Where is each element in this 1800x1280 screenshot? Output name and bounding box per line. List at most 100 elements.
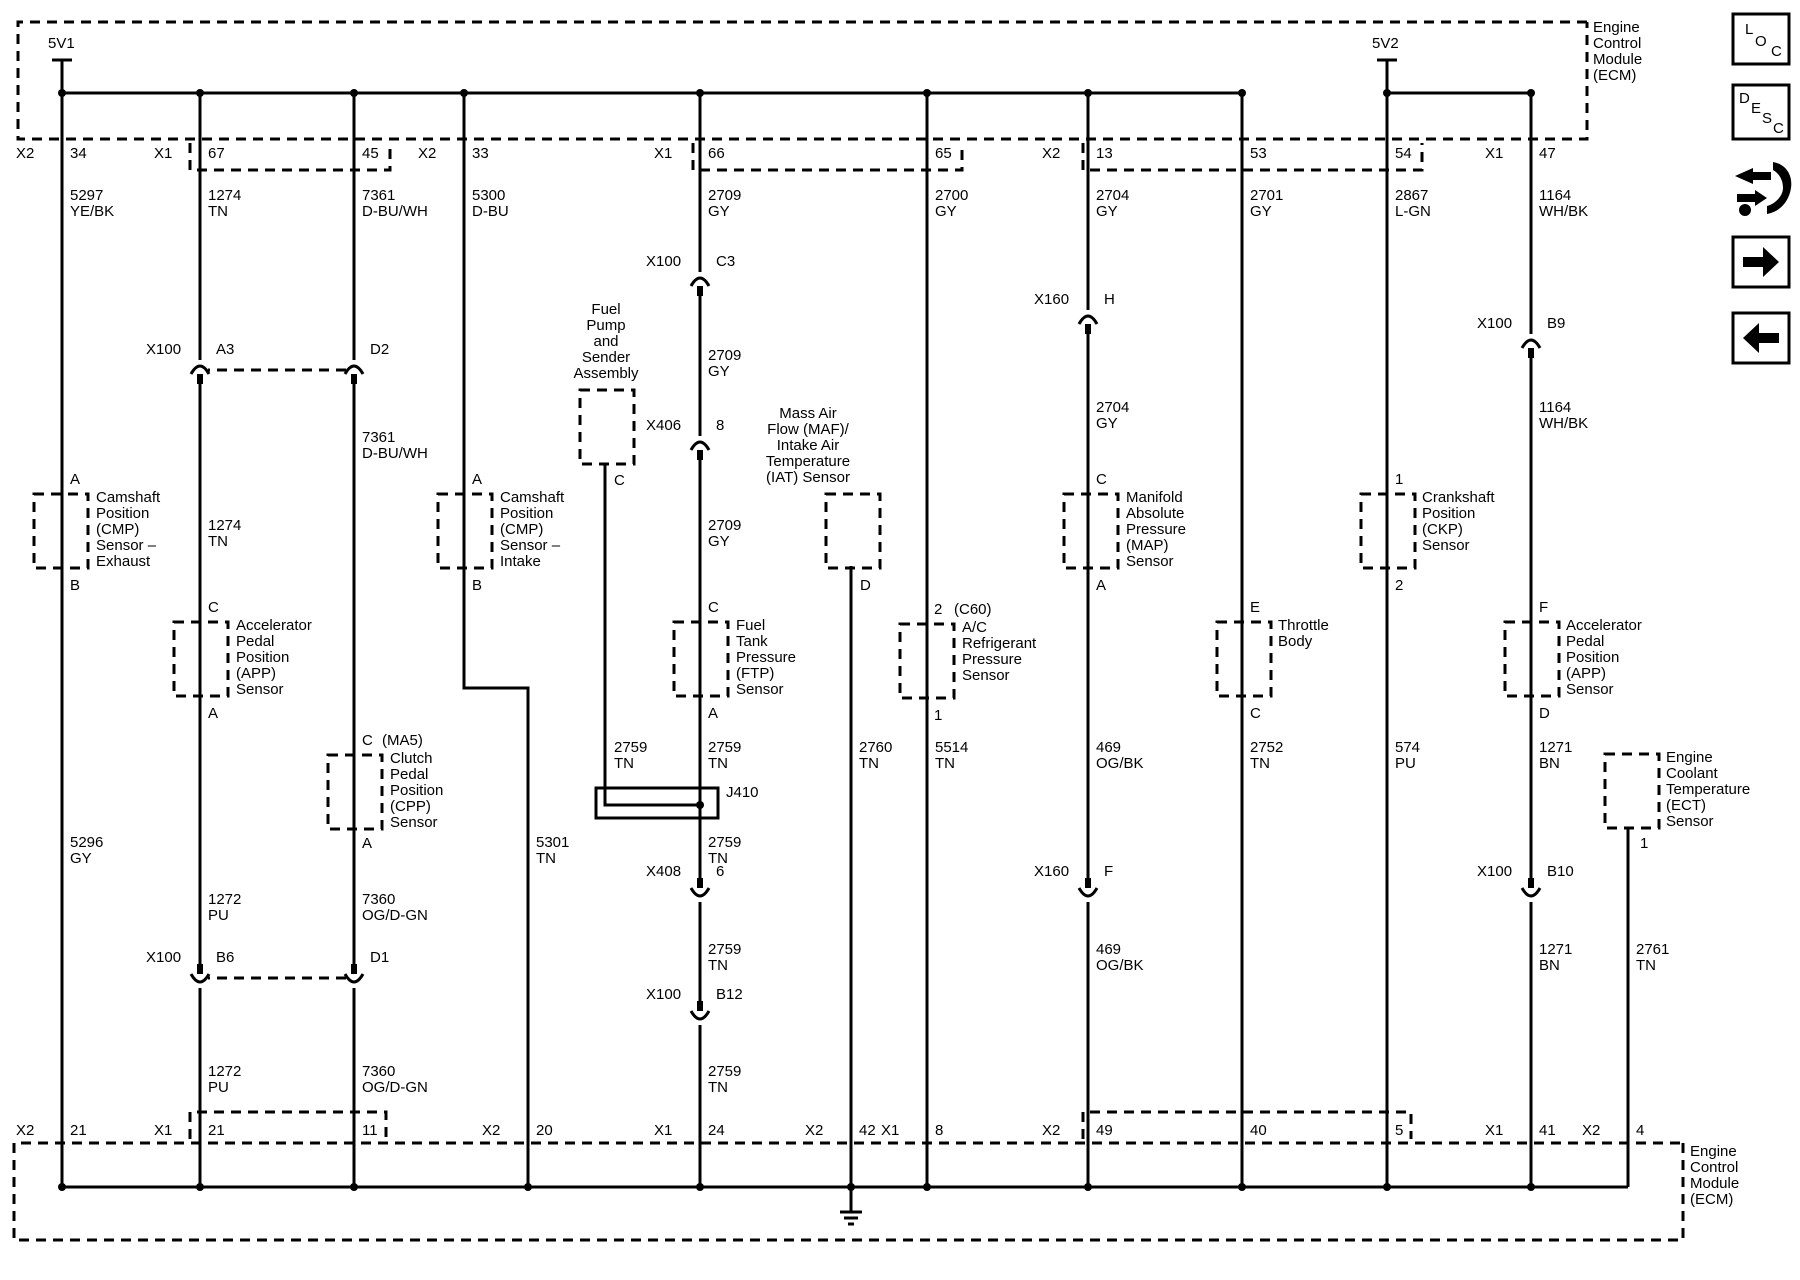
- junction-dot: [58, 1183, 66, 1191]
- arrow-left-icon: [1743, 323, 1779, 353]
- loc-button[interactable]: L O C: [1731, 12, 1791, 66]
- component-pin: 1: [1640, 835, 1648, 852]
- wire-color: PU: [208, 1079, 229, 1096]
- component-label-line: (CMP): [500, 521, 543, 538]
- wire-color: TN: [708, 1079, 728, 1096]
- connector-female-arc: [1520, 887, 1542, 898]
- component-label-line: Fuel: [591, 301, 620, 318]
- wire-color: TN: [708, 850, 728, 867]
- pin-number: 21: [70, 1122, 87, 1139]
- inline-connector-id: X406: [646, 417, 681, 434]
- wire-circuit-number: 7360: [362, 1063, 395, 1080]
- component-pin: E: [1250, 599, 1260, 616]
- junction-dot: [1527, 1183, 1535, 1191]
- desc-button[interactable]: D E S C: [1731, 83, 1791, 141]
- junction-dot: [460, 89, 468, 97]
- component-label-line: Sensor: [390, 814, 438, 831]
- pin-number: 8: [935, 1122, 943, 1139]
- connector-gap: [692, 272, 708, 292]
- supply-rail-5v1: 5V1: [48, 35, 1242, 95]
- component-label-line: Refrigerant: [962, 635, 1037, 652]
- inline-connector-id: X100: [146, 341, 181, 358]
- inline-connector-pin: D2: [370, 341, 389, 358]
- inline-connector-id: X100: [1477, 315, 1512, 332]
- component-pin: C: [708, 599, 719, 616]
- connector-id: X1: [654, 145, 672, 162]
- junction-dot: [1084, 1183, 1092, 1191]
- component-label-line: (CKP): [1422, 521, 1463, 538]
- component-pin: A: [1096, 577, 1106, 594]
- inline-connector: [189, 360, 211, 384]
- wire-circuit-number: 1274: [208, 517, 241, 534]
- wire-circuit-number: 1164: [1539, 187, 1571, 204]
- inline-connector-id: X160: [1034, 863, 1069, 880]
- loc-letter: O: [1755, 33, 1767, 50]
- wire-segment: [462, 600, 530, 1187]
- wire-circuit-number: 1271: [1539, 739, 1572, 756]
- component-label-line: Body: [1278, 633, 1313, 650]
- sensor-component: [824, 492, 882, 570]
- component-pin: D: [1539, 705, 1550, 722]
- component-label-line: Absolute: [1126, 505, 1184, 522]
- component-label-line: Intake Air: [777, 437, 840, 454]
- component-label-line: Accelerator: [236, 617, 312, 634]
- inline-connector-pin: 8: [716, 417, 724, 434]
- previous-page-button[interactable]: [1731, 311, 1791, 365]
- inline-connector: [1077, 878, 1099, 902]
- component-label-line: Exhaust: [96, 553, 151, 570]
- wire-circuit-number: 5301: [536, 834, 569, 851]
- pin-number: 4: [1636, 1122, 1644, 1139]
- pin-number: 11: [362, 1122, 378, 1139]
- wire-circuit-number: 2752: [1250, 739, 1283, 756]
- supply-rail-5v2: 5V2: [1372, 35, 1531, 95]
- pin-number: 65: [935, 145, 952, 162]
- inline-connector: [689, 1001, 711, 1025]
- wire-color: YE/BK: [70, 203, 114, 220]
- wire-color: TN: [935, 755, 955, 772]
- component-label-line: Camshaft: [96, 489, 161, 506]
- connector-gap: [346, 360, 362, 380]
- component-pin: B: [472, 577, 482, 594]
- inline-connector-pin: H: [1104, 291, 1115, 308]
- inline-connector: [689, 436, 711, 460]
- sensor-box: [1359, 492, 1417, 570]
- component-label-line: Intake: [500, 553, 541, 570]
- sensor-component: [172, 620, 230, 698]
- component-label-line: Assembly: [573, 365, 639, 382]
- component-pin: D: [860, 577, 871, 594]
- ecm-bottom-box: Engine Control Module (ECM): [12, 1141, 1739, 1242]
- component-label-line: Sensor: [1422, 537, 1470, 554]
- sensor-box: [1062, 492, 1120, 570]
- junction-dot: [696, 1183, 704, 1191]
- component-label-line: Temperature: [766, 453, 850, 470]
- pin-number: 53: [1250, 145, 1267, 162]
- component-pin: A: [208, 705, 218, 722]
- next-page-button[interactable]: [1731, 235, 1791, 289]
- wire-color: TN: [208, 203, 228, 220]
- inline-connector-pin: C3: [716, 253, 735, 270]
- junction-dot: [1383, 1183, 1391, 1191]
- wire-color: D-BU/WH: [362, 445, 428, 462]
- component-option-code: (C60): [954, 601, 992, 618]
- wire-color: TN: [1250, 755, 1270, 772]
- ecm-label-line: (ECM): [1593, 67, 1636, 84]
- sensor-box: [172, 620, 230, 698]
- wire-circuit-number: 5297: [70, 187, 103, 204]
- pin-number: 13: [1096, 145, 1113, 162]
- wire-color: GY: [1096, 203, 1118, 220]
- inline-connector: [689, 272, 711, 296]
- connector-repair-button[interactable]: [1735, 162, 1792, 216]
- component-pin: C: [362, 732, 373, 749]
- connector-id: X2: [805, 1122, 823, 1139]
- inline-connector-pin: B9: [1547, 315, 1565, 332]
- pin-number: 5: [1395, 1122, 1403, 1139]
- desc-letter: S: [1762, 110, 1772, 127]
- component-pin: 1: [1395, 471, 1403, 488]
- connector-gap: [346, 968, 362, 988]
- component-label-line: Accelerator: [1566, 617, 1642, 634]
- ecm-label-line: Module: [1593, 51, 1642, 68]
- wire-circuit-number: 2700: [935, 187, 968, 204]
- wire-color: TN: [1636, 957, 1656, 974]
- sensor-box: [898, 622, 956, 700]
- component-label-line: Crankshaft: [1422, 489, 1495, 506]
